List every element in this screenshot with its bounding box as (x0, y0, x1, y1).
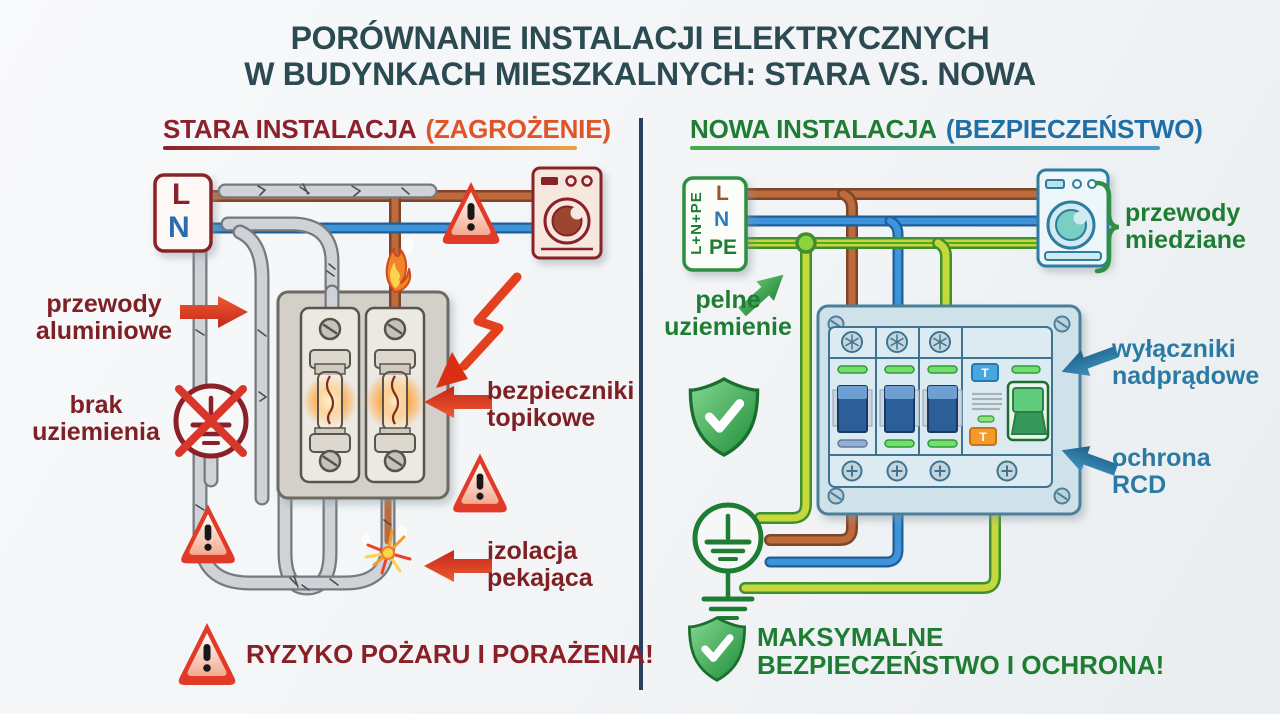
terminal-pe-label: PE (709, 236, 738, 259)
rcd-test-button-top: T (981, 366, 989, 380)
label-full-ground-line2: uziemienie (664, 313, 792, 341)
safety-line2: BEZPIECZEŃSTWO I OCHRONA! (757, 650, 1165, 681)
terminal-n2-label: N (714, 208, 730, 231)
label-no-ground: brak uziemienia (22, 392, 170, 446)
old-washer-icon (531, 166, 603, 260)
warning-triangle-icon (181, 504, 235, 564)
new-heading-suffix: (BEZPIECZEŃSTWO) (945, 114, 1203, 144)
terminal-n-label: N (168, 211, 190, 244)
label-rcd: ochrona RCD (1112, 445, 1211, 499)
label-full-ground: pelne uziemienie (662, 287, 794, 341)
rcd-module (969, 363, 1050, 446)
no-ground-icon (173, 383, 249, 488)
label-insulation-line1: izolacja (487, 537, 578, 565)
pe-junction-dot (795, 232, 817, 254)
page-title-line1: PORÓWNANIE INSTALACJI ELEKTRYCZNYCH (290, 20, 990, 56)
flame-icon (385, 238, 413, 293)
brace-icon (1094, 180, 1120, 274)
terminal-l-label: L (172, 178, 191, 211)
old-heading-suffix: (ZAGROŻENIE) (425, 114, 611, 144)
old-heading-main: STARA INSTALACJA (163, 114, 417, 144)
terminal-box-side-label: L+N+PE (688, 191, 705, 255)
label-breakers-line1: wyłączniki (1112, 335, 1236, 363)
label-copper-line1: przewody (1125, 199, 1241, 227)
shield-check-icon (690, 379, 757, 455)
new-heading-main: NOWA INSTALACJA (690, 114, 937, 144)
fuse-module-right (364, 306, 426, 484)
label-insulation-line2: pekająca (487, 564, 593, 592)
rcd-test-button-bottom: T (979, 430, 987, 444)
label-aluminum-line2: aluminiowe (35, 317, 173, 345)
new-washer-icon (1036, 168, 1110, 268)
old-terminal-box (153, 173, 213, 253)
label-copper-line2: miedziane (1125, 226, 1246, 254)
mcb-breakers (832, 365, 963, 448)
shield-check-icon (689, 618, 744, 681)
new-section-heading: NOWA INSTALACJA (BEZPIECZEŃSTWO) (690, 114, 1203, 145)
safety-line1: MAKSYMALNE (757, 622, 944, 652)
lightning-bolt-icon (436, 272, 522, 388)
old-heading-underline (163, 146, 577, 150)
fuse-module-left (299, 306, 361, 484)
terminal-l2-label: L (716, 182, 729, 205)
breaker-panel (816, 304, 1082, 516)
new-wires (739, 188, 1046, 594)
new-installation-diagram (682, 168, 1121, 681)
arrow-insulation (424, 550, 492, 582)
warning-triangle-icon (453, 453, 507, 513)
old-section-heading: STARA INSTALACJA (ZAGROŻENIE) (163, 114, 611, 145)
label-full-ground-line1: pelne (695, 286, 761, 314)
arrow-aluminum (180, 296, 248, 328)
old-installation-diagram (153, 166, 603, 685)
label-fuses-line2: topikowe (487, 404, 596, 432)
ground-symbol-icon (692, 502, 764, 620)
label-no-ground-line2: uziemienia (32, 418, 160, 446)
label-aluminum-wires: przewody aluminiowe (28, 291, 180, 345)
new-heading-underline (690, 146, 1160, 150)
fuse-panel (276, 284, 450, 500)
label-breakers-line2: nadprądowe (1112, 362, 1260, 390)
old-risk-warning: RYZYKO POŻARU I PORAŻENIA! (246, 639, 654, 669)
label-rcd-line2: RCD (1112, 471, 1167, 499)
label-aluminum-line1: przewody (46, 290, 162, 318)
label-insulation: izolacja pekająca (487, 538, 593, 592)
label-fuses: bezpieczniki topikowe (487, 378, 634, 432)
new-terminal-box (682, 176, 748, 272)
label-copper-wires: przewody miedziane (1125, 200, 1246, 254)
spark-icon (362, 525, 412, 575)
warning-triangle-icon (178, 623, 236, 685)
page-title-line2: W BUDYNKACH MIESZKALNYCH: STARA VS. NOWA (244, 56, 1036, 92)
label-rcd-line1: ochrona (1112, 444, 1211, 472)
label-fuses-line1: bezpieczniki (487, 377, 635, 405)
label-breakers: wyłączniki nadprądowe (1112, 336, 1259, 390)
new-safety-message: MAKSYMALNE BEZPIECZEŃSTWO I OCHRONA! (757, 623, 1164, 679)
label-no-ground-line1: brak (69, 391, 123, 419)
